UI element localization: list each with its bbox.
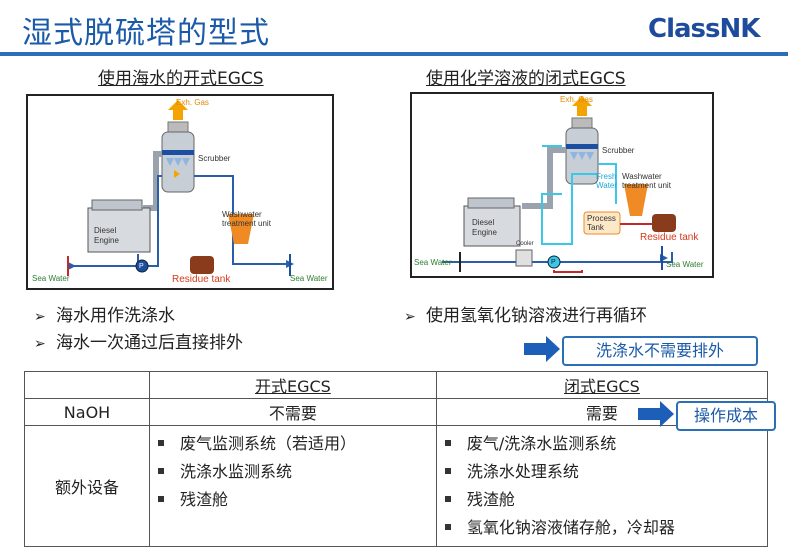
exh-gas-label: Exh. Gas <box>560 95 593 104</box>
square-bullet-icon <box>158 439 164 446</box>
cell-equipment-closed: 废气/洗涤水监测系统 洗涤水处理系统 残渣舱 氢氧化钠溶液储存舱，冷却器 <box>435 425 769 547</box>
table-header-open: 开式EGCS <box>149 371 437 399</box>
list-item: 残渣舱 <box>158 486 436 514</box>
open-egcs-heading: 使用海水的开式EGCS <box>98 69 264 89</box>
open-egcs-bullets: ➢海水用作洗涤水 ➢海水一次通过后直接排外 <box>34 303 243 357</box>
square-bullet-icon <box>444 439 451 446</box>
list-item: 废气/洗涤水监测系统 <box>444 430 767 458</box>
water-label: Water <box>596 181 618 190</box>
square-bullet-icon <box>444 495 451 502</box>
sea-water-out-label: Sea Water <box>666 260 704 269</box>
table-row-equipment: 额外设备 废气监测系统（若适用） 洗涤水监测系统 残渣舱 废气/洗涤水监测系统 … <box>24 425 769 547</box>
table-header-empty <box>24 371 150 399</box>
scrubber-label: Scrubber <box>602 146 635 155</box>
residue-tank-label: Residue tank <box>172 274 231 285</box>
engine-label: Engine <box>472 228 497 237</box>
diesel-label: Diesel <box>472 218 495 227</box>
cell-equipment-open: 废气监测系统（若适用） 洗涤水监测系统 残渣舱 <box>149 425 437 547</box>
square-bullet-icon <box>444 467 451 474</box>
closed-egcs-bullets: ➢使用氢氧化钠溶液进行再循环 <box>404 303 647 330</box>
cell-naoh-open: 不需要 <box>149 398 437 426</box>
comparison-table: 开式EGCS 闭式EGCS NaOH 不需要 需要 额外设备 废气监测系统（若适… <box>24 371 769 547</box>
sea-water-out-label: Sea Water <box>290 274 328 283</box>
closed-diagram-drawing <box>442 96 676 273</box>
no-discharge-callout: 洗涤水不需要排外 <box>562 336 758 366</box>
engine-label: Engine <box>94 236 119 245</box>
bullet-arrow-icon: ➢ <box>34 336 46 352</box>
exhaust-arrow-icon <box>168 100 188 120</box>
washwater-label: Washwater <box>622 172 662 181</box>
table-header-closed: 闭式EGCS <box>435 371 769 399</box>
bullet-arrow-icon: ➢ <box>34 309 46 325</box>
bullet-item: ➢海水用作洗涤水 <box>34 303 243 330</box>
callout-arrow-icon <box>638 401 674 427</box>
closed-egcs-diagram: Exh. Gas Scrubber Fresh Water Washwater … <box>410 92 714 278</box>
sea-water-in-label: Sea Water <box>32 274 70 283</box>
table-header-row: 开式EGCS 闭式EGCS <box>24 371 769 399</box>
list-item: 废气监测系统（若适用） <box>158 430 436 458</box>
square-bullet-icon <box>158 495 164 502</box>
diesel-label: Diesel <box>94 226 117 235</box>
page-title: 湿式脱硫塔的型式 <box>22 16 270 51</box>
treatment-unit-label: treatment unit <box>222 219 271 228</box>
exhaust-arrow-icon <box>572 96 592 116</box>
bullet-arrow-icon: ➢ <box>404 309 416 325</box>
callout-arrow-icon <box>524 336 560 362</box>
title-divider <box>0 52 788 56</box>
residue-tank-label: Residue tank <box>640 232 699 243</box>
row-label-naoh: NaOH <box>24 398 150 426</box>
fresh-label: Fresh <box>596 172 617 181</box>
washwater-label: Washwater <box>222 210 262 219</box>
classnk-logo: ClassNK <box>648 14 760 44</box>
bullet-item: ➢海水一次通过后直接排外 <box>34 330 243 357</box>
open-diagram-drawing <box>67 100 294 276</box>
exh-gas-label: Exh. Gas <box>176 98 209 107</box>
pump-icon: P <box>139 263 144 270</box>
cooler-label: Cooler <box>516 241 534 247</box>
open-egcs-diagram: Exh. Gas Scrubber Washwater treatment un… <box>26 94 334 290</box>
list-item: 残渣舱 <box>444 486 767 514</box>
list-item: 洗涤水监测系统 <box>158 458 436 486</box>
treatment-unit-label: treatment unit <box>622 181 671 190</box>
row-label-equipment: 额外设备 <box>24 425 150 547</box>
operating-cost-callout: 操作成本 <box>676 401 776 431</box>
list-item: 洗涤水处理系统 <box>444 458 767 486</box>
square-bullet-icon <box>444 523 451 530</box>
scrubber-label: Scrubber <box>198 154 231 163</box>
process-label: Process <box>587 214 616 223</box>
bullet-item: ➢使用氢氧化钠溶液进行再循环 <box>404 303 647 330</box>
tank-label: Tank <box>587 223 604 232</box>
list-item: 氢氧化钠溶液储存舱，冷却器 <box>444 514 767 542</box>
pump-icon: P <box>551 259 556 266</box>
closed-egcs-heading: 使用化学溶液的闭式EGCS <box>426 69 626 89</box>
square-bullet-icon <box>158 467 164 474</box>
sea-water-in-label: Sea Water <box>414 258 452 267</box>
